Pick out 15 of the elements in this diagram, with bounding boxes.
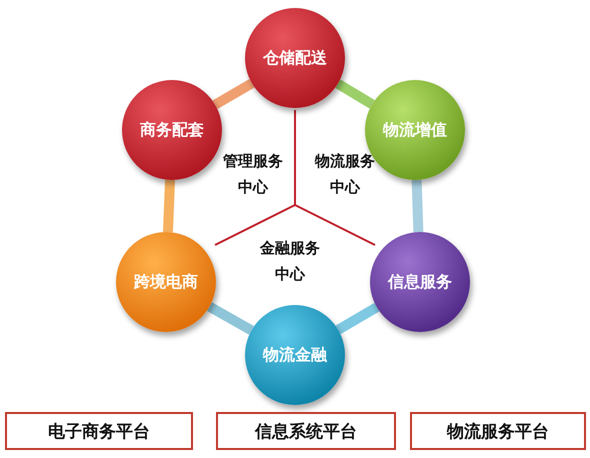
center-label: 管理服务中心 xyxy=(222,151,284,198)
circle-node: 仓储配送 xyxy=(245,8,345,108)
platform-box: 信息系统平台 xyxy=(216,412,396,450)
circle-node: 信息服务 xyxy=(370,232,470,332)
ring-connector xyxy=(335,79,375,109)
circle-node: 跨境电商 xyxy=(116,232,216,332)
ring-connector xyxy=(412,180,424,232)
circle-node: 物流金融 xyxy=(245,305,345,405)
platform-box: 物流服务平台 xyxy=(410,412,586,450)
center-label: 金融服务中心 xyxy=(258,238,321,285)
circle-node: 商务配套 xyxy=(122,80,222,180)
ring-connector xyxy=(336,302,380,334)
ring-connector xyxy=(162,180,176,232)
platform-box: 电子商务平台 xyxy=(5,412,193,450)
ring-connector xyxy=(212,78,254,110)
